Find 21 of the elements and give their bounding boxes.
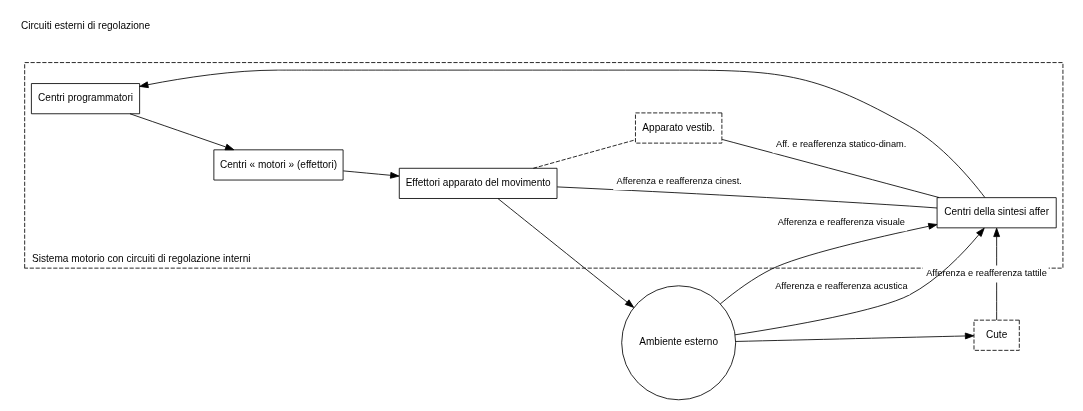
arrow: [497, 198, 635, 308]
node-box: Apparato vestib.: [635, 112, 723, 144]
connector: [556, 186, 938, 209]
arrow: [719, 222, 938, 305]
arrow: [139, 69, 986, 198]
edge-label: Afferenza e reafferenza visuale: [777, 217, 905, 228]
edge-label: Afferenza e reafferenza acustica: [775, 280, 908, 291]
connector: [721, 139, 940, 198]
node-box: Cute: [973, 319, 1020, 351]
arrow: [129, 113, 235, 151]
node-box: Centri « motori » (effettori): [213, 149, 344, 181]
node-box: Effettori apparato del movimento: [398, 167, 558, 199]
edge-label: Afferenza e reafferenza cinest.: [616, 176, 742, 187]
node-box: Centri programmatori: [30, 83, 141, 115]
arrow: [342, 170, 400, 179]
node-box: Centri della sintesi affer: [936, 197, 1057, 229]
connector: [532, 139, 636, 169]
arrow: [735, 332, 975, 342]
arrow: [734, 227, 985, 336]
label: Circuiti esterni di regolazione: [21, 20, 151, 32]
edge-label: Aff. e reafferenza statico-dinam.: [776, 139, 907, 150]
